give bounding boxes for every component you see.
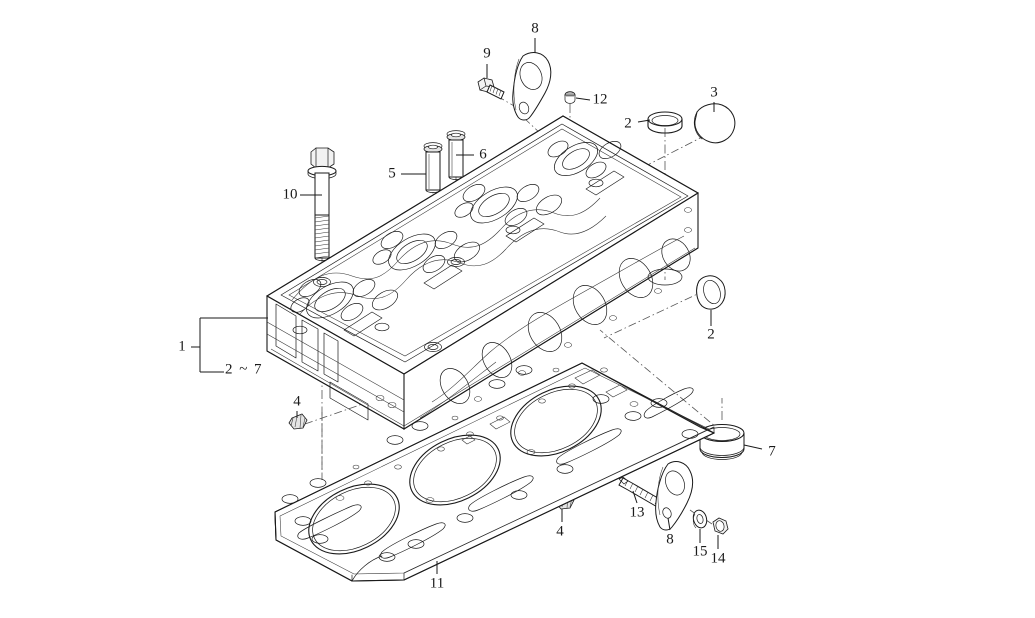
- part-plug-screw: [564, 91, 576, 104]
- callout-label-core-plug-large: 7: [768, 443, 776, 460]
- callout-label-core-plug-side: 2: [707, 326, 715, 343]
- part-cup-plug: [693, 103, 736, 144]
- part-cylinder-head-assembly: [266, 115, 699, 465]
- group-bracket: [191, 317, 268, 373]
- callout-label-lifting-eye-rear: 8: [666, 531, 674, 548]
- part-core-plug-side: [696, 275, 726, 310]
- part-lifting-eye-front: [512, 52, 552, 121]
- part-dowel-pin-left: [288, 413, 308, 430]
- callout-label-core-plug-upper: 2: [624, 115, 632, 132]
- callout-label-dowel-pin-right: 4: [556, 523, 564, 540]
- callout-label-valve-guide-intake: 5: [388, 165, 396, 182]
- callout-label-valve-guide-exhaust: 6: [479, 146, 487, 163]
- part-lifting-eye-rear: [655, 461, 694, 531]
- callout-label-component-range: 2 ~ 7: [224, 361, 264, 378]
- callout-leader-lines: [296, 38, 763, 574]
- part-cylinder-head-bolt: [307, 147, 337, 261]
- callout-label-lifting-eye-front: 8: [531, 20, 539, 37]
- callout-label-cylinder-head-bolt: 10: [282, 186, 298, 203]
- part-cylinder-head-gasket: [274, 362, 716, 582]
- callout-label-plug-screw: 12: [592, 91, 608, 108]
- callout-label-cylinder-head-gasket: 11: [429, 575, 445, 592]
- callout-label-stud-bolt: 13: [629, 504, 645, 521]
- callout-label-cylinder-head-assembly: 1: [178, 338, 186, 355]
- part-valve-guide-intake: [423, 142, 443, 193]
- callout-label-cup-plug: 3: [710, 84, 718, 101]
- callout-label-dowel-pin-left: 4: [293, 393, 301, 410]
- part-washer: [692, 509, 708, 529]
- callout-label-nut: 14: [710, 550, 726, 567]
- part-lifting-eye-bolt: [477, 77, 505, 100]
- callout-label-washer: 15: [692, 543, 708, 560]
- callout-label-lifting-eye-bolt: 9: [483, 45, 491, 62]
- part-nut: [712, 517, 729, 535]
- part-core-plug-upper: [647, 111, 683, 134]
- part-valve-guide-exhaust: [446, 130, 466, 180]
